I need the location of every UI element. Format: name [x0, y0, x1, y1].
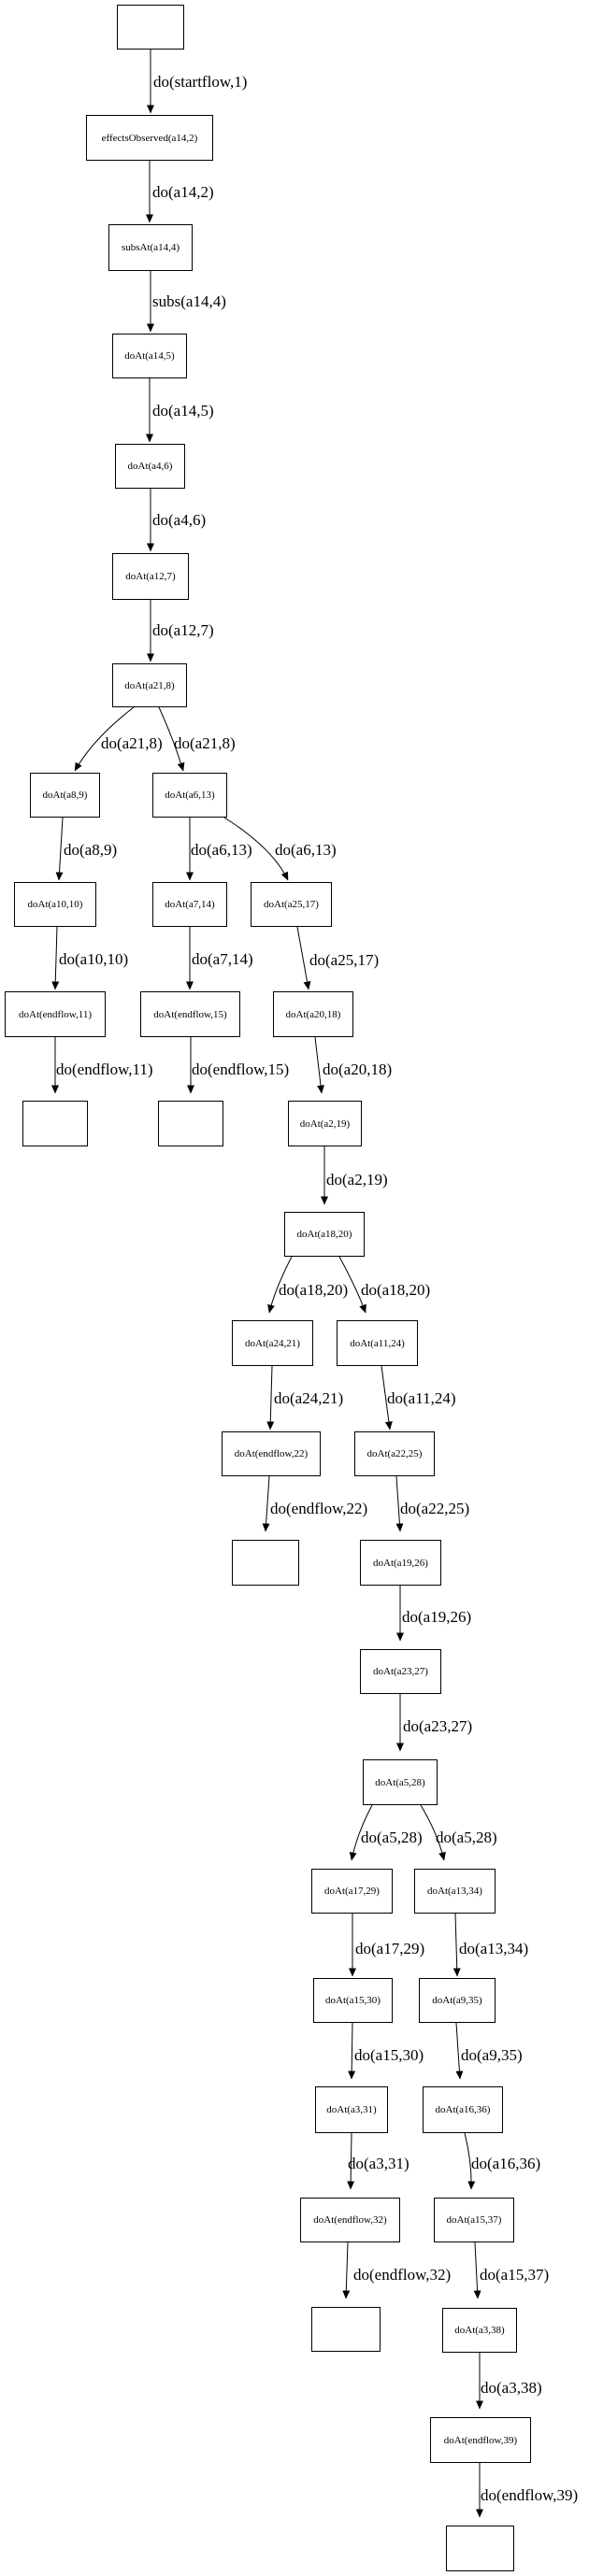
edge-do-endflow-22 [262, 1475, 270, 1532]
node-effectsObserved-a14-2: effectsObserved(a14,2) [86, 115, 213, 161]
edge-label-do-endflow-15: do(endflow,15) [192, 1060, 290, 1078]
edge-label-do-a17-29: do(a17,29) [355, 1940, 425, 1957]
edge-label-do-a5-28-left: do(a5,28) [361, 1829, 423, 1846]
edge-do-a6-13-right [223, 817, 289, 881]
edge-do-a3-31 [347, 2132, 355, 2190]
edge-do-a25-17 [296, 926, 311, 990]
edge-label-do-a14-5: do(a14,5) [152, 402, 214, 420]
edge-label-do-a24-21: do(a24,21) [274, 1389, 344, 1407]
edge-label-do-a11-24: do(a11,24) [387, 1389, 456, 1407]
edge-label-do-endflow-39: do(endflow,39) [481, 2486, 579, 2504]
edge-label-do-a21-8-left: do(a21,8) [101, 734, 163, 752]
edge-label-do-a22-25: do(a22,25) [400, 1500, 470, 1517]
edge-do-a20-18 [314, 1036, 324, 1094]
node-doAt-a15-37: doAt(a15,37) [434, 2198, 514, 2242]
node-doAt-a23-27: doAt(a23,27) [360, 1649, 441, 1694]
edge-label-do-a8-9: do(a8,9) [64, 841, 118, 859]
node-start [117, 5, 184, 50]
node-doAt-a7-14: doAt(a7,14) [152, 882, 227, 927]
edge-label-do-a20-18: do(a20,18) [323, 1060, 393, 1078]
node-doAt-a22-25: doAt(a22,25) [354, 1431, 435, 1476]
edge-do-a13-34 [453, 1913, 461, 1977]
edge-do-a8-9 [55, 817, 64, 881]
edge-do-a16-36 [464, 2132, 476, 2190]
node-end-3 [232, 1540, 299, 1586]
node-doAt-endflow-32: doAt(endflow,32) [300, 2198, 400, 2242]
edge-do-endflow-32 [342, 2242, 351, 2299]
node-doAt-endflow-22: doAt(endflow,22) [222, 1431, 321, 1476]
node-doAt-a8-9: doAt(a8,9) [30, 773, 100, 818]
node-doAt-a19-26: doAt(a19,26) [360, 1540, 441, 1586]
node-doAt-a17-29: doAt(a17,29) [311, 1869, 393, 1914]
edge-label-do-a19-26: do(a19,26) [402, 1608, 472, 1626]
node-end-5 [446, 2526, 514, 2571]
node-end-2 [158, 1101, 223, 1146]
node-doAt-a14-5: doAt(a14,5) [112, 334, 187, 378]
edge-do-a24-21 [266, 1365, 275, 1430]
edge-do-a10-10 [51, 926, 60, 990]
node-doAt-a25-17: doAt(a25,17) [251, 882, 332, 927]
node-doAt-a4-6: doAt(a4,6) [115, 444, 185, 489]
node-doAt-a21-8: doAt(a21,8) [112, 663, 187, 707]
node-doAt-a9-35: doAt(a9,35) [419, 1978, 496, 2023]
edge-do-a21-8-left [74, 706, 135, 772]
node-doAt-a13-34: doAt(a13,34) [414, 1869, 496, 1914]
edge-do-a5-28-right [420, 1804, 446, 1861]
node-doAt-a24-21: doAt(a24,21) [232, 1320, 313, 1366]
node-end-1 [22, 1101, 88, 1146]
node-doAt-endflow-15: doAt(endflow,15) [140, 991, 240, 1037]
edge-label-do-a14-2: do(a14,2) [152, 183, 214, 201]
node-doAt-a11-24: doAt(a11,24) [337, 1320, 418, 1366]
node-doAt-a20-18: doAt(a20,18) [273, 991, 353, 1037]
node-end-4 [311, 2307, 381, 2352]
edge-label-do-endflow-32: do(endflow,32) [353, 2266, 452, 2284]
node-doAt-endflow-39: doAt(endflow,39) [430, 2417, 531, 2463]
edge-label-subs-a14-4: subs(a14,4) [152, 292, 226, 310]
edge-label-do-a10-10: do(a10,10) [59, 950, 129, 968]
edge-label-do-a12-7: do(a12,7) [152, 621, 214, 639]
edge-label-do-a13-34: do(a13,34) [459, 1940, 529, 1957]
edge-label-do-a9-35: do(a9,35) [461, 2046, 523, 2064]
edge-label-do-a25-17: do(a25,17) [309, 951, 380, 969]
edge-label-do-a3-38: do(a3,38) [481, 2379, 542, 2397]
edge-label-do-endflow-22: do(endflow,22) [270, 1500, 368, 1517]
edge-do-a18-20-left [267, 1256, 293, 1314]
node-doAt-endflow-11: doAt(endflow,11) [5, 991, 106, 1037]
edge-label-do-a23-27: do(a23,27) [403, 1717, 473, 1735]
edge-do-a18-20-right [338, 1256, 366, 1314]
edge-do-a11-24 [381, 1365, 393, 1430]
node-doAt-a15-30: doAt(a15,30) [313, 1978, 393, 2023]
edge-label-do-startflow-1: do(startflow,1) [153, 73, 248, 91]
node-doAt-a16-36: doAt(a16,36) [423, 2086, 503, 2133]
edge-label-do-a3-31: do(a3,31) [348, 2155, 409, 2172]
node-doAt-a5-28: doAt(a5,28) [363, 1759, 438, 1805]
edge-label-do-a21-8-right: do(a21,8) [174, 734, 236, 752]
edge-do-a21-8-right [158, 706, 185, 772]
node-doAt-a3-38: doAt(a3,38) [442, 2308, 517, 2353]
node-doAt-a3-31: doAt(a3,31) [315, 2086, 388, 2133]
node-doAt-a6-13: doAt(a6,13) [152, 773, 227, 818]
edge-label-do-a7-14: do(a7,14) [192, 950, 253, 968]
edge-label-do-a2-19: do(a2,19) [326, 1171, 388, 1188]
edge-label-do-a6-13-right: do(a6,13) [275, 841, 337, 859]
edge-label-do-a6-13-down: do(a6,13) [191, 841, 252, 859]
edge-do-a15-37 [473, 2242, 481, 2299]
edge-label-do-endflow-11: do(endflow,11) [56, 1060, 153, 1078]
edge-label-do-a15-37: do(a15,37) [480, 2266, 550, 2284]
edge-label-do-a18-20-right: do(a18,20) [361, 1281, 431, 1299]
edge-label-do-a4-6: do(a4,6) [152, 511, 207, 529]
node-doAt-a2-19: doAt(a2,19) [288, 1101, 362, 1146]
node-subsAt-a14-4: subsAt(a14,4) [108, 224, 193, 271]
edge-do-a22-25 [395, 1475, 404, 1532]
node-doAt-a12-7: doAt(a12,7) [112, 553, 189, 600]
edge-label-do-a5-28-right: do(a5,28) [436, 1829, 497, 1846]
node-doAt-a10-10: doAt(a10,10) [14, 882, 96, 927]
node-doAt-a18-20: doAt(a18,20) [284, 1212, 365, 1257]
edge-do-a9-35 [455, 2022, 464, 2080]
edge-label-do-a18-20-left: do(a18,20) [279, 1281, 349, 1299]
edge-do-a5-28-left [349, 1804, 373, 1861]
edge-label-do-a16-36: do(a16,36) [471, 2155, 541, 2172]
edge-label-do-a15-30: do(a15,30) [354, 2046, 424, 2064]
